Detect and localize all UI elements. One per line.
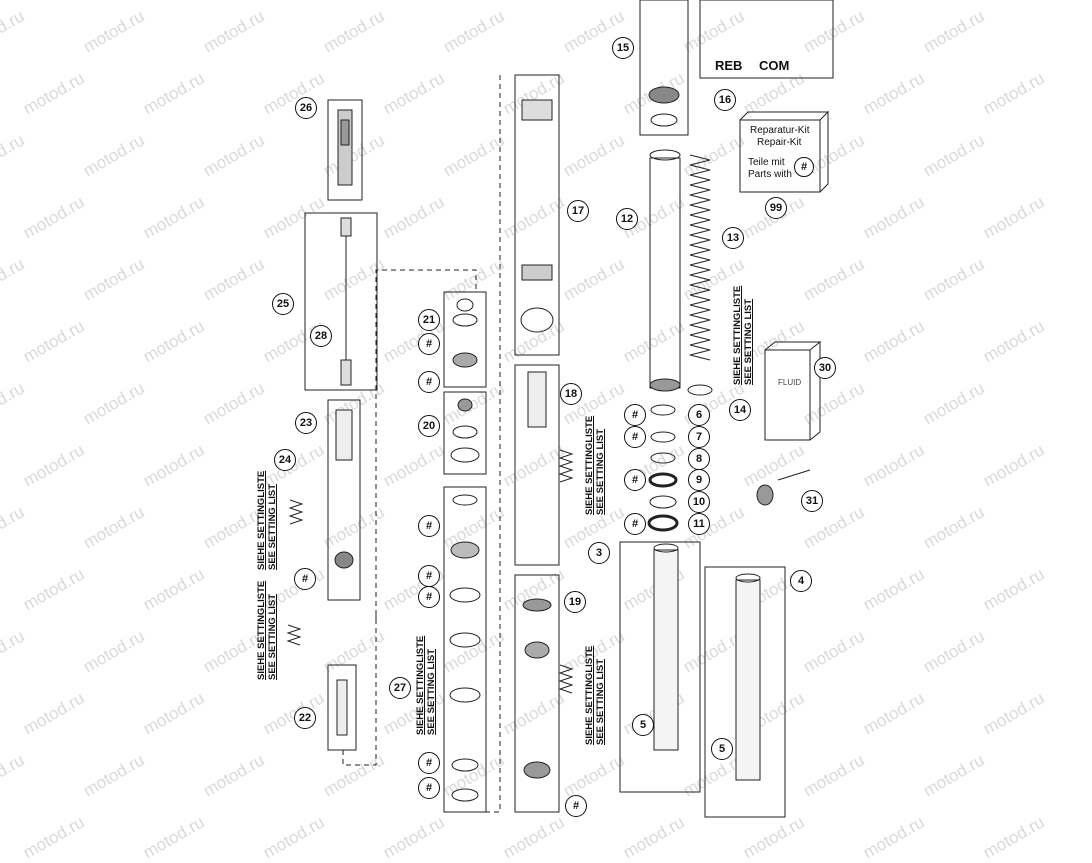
- callout-24: 24: [274, 449, 296, 471]
- part-20-box: [443, 391, 487, 475]
- part-22-box: [327, 664, 357, 751]
- callout-8: 8: [688, 448, 710, 470]
- callout-hash-27e: #: [418, 777, 440, 799]
- callout-3: 3: [588, 542, 610, 564]
- callout-25: 25: [272, 293, 294, 315]
- callout-hash-27b: #: [418, 565, 440, 587]
- callout-17: 17: [567, 200, 589, 222]
- watermark-text: motod.ru: [860, 812, 928, 863]
- kit-line-4: Parts with: [748, 169, 792, 180]
- part-15-box: [639, 0, 689, 136]
- part-21-box: [443, 291, 487, 388]
- diagram-drawing: [286, 0, 834, 818]
- callout-hash-19: #: [565, 795, 587, 817]
- part-27-box: [443, 486, 487, 813]
- callout-20: 20: [418, 415, 440, 437]
- callout-18: 18: [560, 383, 582, 405]
- callout-hash-27c: #: [418, 586, 440, 608]
- callout-26: 26: [295, 97, 317, 119]
- callout-hash-23: #: [294, 568, 316, 590]
- watermark-text: motod.ru: [500, 812, 568, 863]
- watermark-text: motod.ru: [260, 812, 328, 863]
- callout-hash-21a: #: [418, 333, 440, 355]
- watermark-text: motod.ru: [980, 812, 1048, 863]
- callout-hash-21b: #: [418, 371, 440, 393]
- callout-5-left: 5: [632, 714, 654, 736]
- com-label: COM: [759, 58, 790, 73]
- callout-7: 7: [688, 426, 710, 448]
- callout-6: 6: [688, 404, 710, 426]
- kit-line-1: Reparatur-Kit: [750, 125, 810, 136]
- callout-22: 22: [294, 707, 316, 729]
- callout-27: 27: [389, 677, 411, 699]
- callout-hash-11: #: [624, 513, 646, 535]
- part-19-box: [514, 574, 560, 813]
- part-4-box: [704, 566, 786, 818]
- watermark-text: motod.ru: [140, 812, 208, 863]
- callout-21: 21: [418, 309, 440, 331]
- kit-line-3: Teile mit: [748, 157, 785, 168]
- kit-line-2: Repair-Kit: [757, 137, 802, 148]
- callout-12: 12: [616, 208, 638, 230]
- part-26-box: [327, 99, 363, 201]
- part-16-box: [699, 0, 834, 79]
- callout-13: 13: [722, 227, 744, 249]
- callout-hash-27d: #: [418, 752, 440, 774]
- part-3-box: [619, 541, 701, 793]
- callout-19: 19: [564, 591, 586, 613]
- callout-hash-9: #: [624, 469, 646, 491]
- part-18-box: [514, 364, 560, 566]
- callout-4: 4: [790, 570, 812, 592]
- callout-9: 9: [688, 469, 710, 491]
- callout-16: 16: [714, 89, 736, 111]
- can-label: FLUID: [778, 378, 802, 387]
- kit-hash: #: [794, 157, 814, 177]
- watermark-text: motod.ru: [620, 812, 688, 863]
- part-17-box: [514, 74, 560, 356]
- part-23-box: [327, 399, 361, 601]
- part-12-tube: [649, 157, 681, 389]
- callout-14: 14: [729, 399, 751, 421]
- callout-15: 15: [612, 37, 634, 59]
- callout-10: 10: [688, 491, 710, 513]
- exploded-parts-diagram: motod.ru motod.ru motod.ru motod.ru motod.ru…: [0, 0, 1048, 862]
- callout-23: 23: [295, 412, 317, 434]
- callout-hash-6: #: [624, 404, 646, 426]
- watermark-text: motod.ru: [740, 812, 808, 863]
- callout-28: 28: [310, 325, 332, 347]
- callout-99: 99: [765, 197, 787, 219]
- reb-label: REB: [715, 58, 743, 73]
- watermark-text: motod.ru: [380, 812, 448, 863]
- watermark-text: motod.ru: [20, 812, 88, 863]
- part-25-box: [304, 212, 378, 391]
- callout-hash-7: #: [624, 426, 646, 448]
- callout-30: 30: [814, 357, 836, 379]
- callout-11: 11: [688, 513, 710, 535]
- callout-31: 31: [801, 490, 823, 512]
- callout-5-right: 5: [711, 738, 733, 760]
- callout-hash-27a: #: [418, 515, 440, 537]
